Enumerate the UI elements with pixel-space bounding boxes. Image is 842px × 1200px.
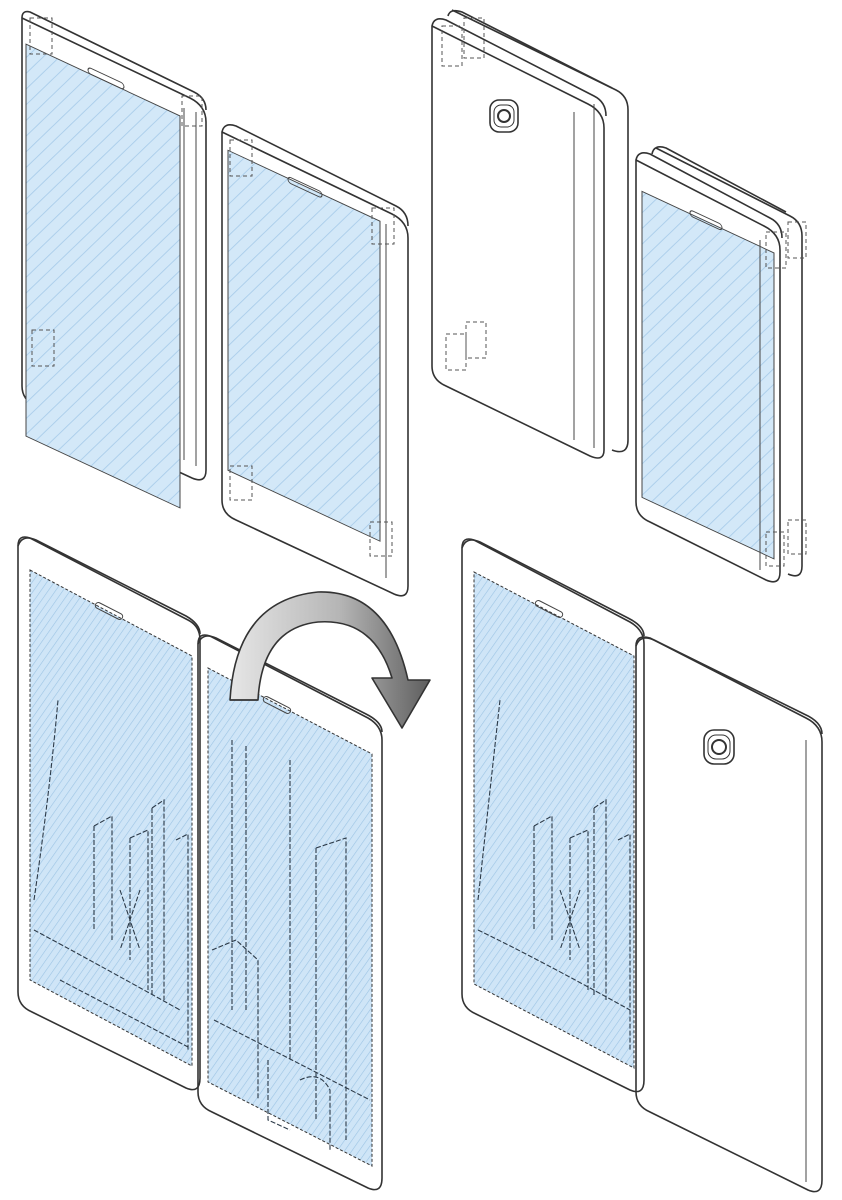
view-3-right-panel bbox=[197, 634, 383, 1191]
view-2-front-panel bbox=[635, 146, 807, 583]
view-1-back-screen bbox=[25, 43, 181, 509]
view-4-half-folded bbox=[461, 538, 823, 1193]
view-1-back-panel bbox=[21, 10, 207, 509]
rear-camera-icon bbox=[703, 729, 735, 765]
view-1-speaker-slot bbox=[87, 67, 125, 90]
view-3-left-wallpaper-skyline bbox=[33, 699, 191, 1050]
view-4-screen-panel bbox=[461, 538, 645, 1093]
view-1-hinge-block-bottom bbox=[31, 329, 55, 367]
view-3-left-screen bbox=[29, 569, 193, 1067]
view-1-front-screen bbox=[227, 149, 381, 542]
view-2-outer-screen bbox=[641, 190, 775, 560]
view-1-unfolded-pair bbox=[21, 10, 409, 597]
view-1-hinge-block-top bbox=[29, 17, 53, 55]
view-3-unfolded bbox=[17, 536, 431, 1191]
view-2-rear-panel bbox=[431, 9, 629, 459]
view-4-wallpaper-skyline bbox=[477, 699, 631, 1050]
view-4-screen bbox=[473, 571, 635, 1069]
view-3-right-wallpaper-skyline bbox=[211, 740, 371, 1150]
view-1-front-panel bbox=[221, 124, 409, 597]
view-3-speaker-slot bbox=[94, 602, 124, 620]
view-3-left-panel bbox=[17, 536, 201, 1091]
rear-camera-icon bbox=[489, 99, 519, 133]
fold-arrow-icon bbox=[229, 591, 431, 729]
view-2-folded bbox=[431, 9, 807, 583]
view-4-rear-panel bbox=[635, 636, 823, 1193]
